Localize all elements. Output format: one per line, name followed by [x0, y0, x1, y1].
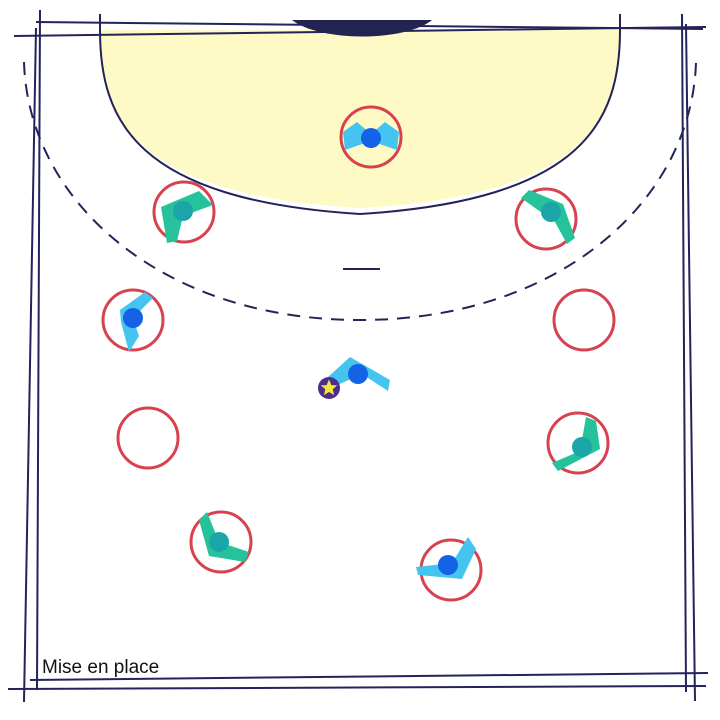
- defender-player-icon: [161, 191, 213, 243]
- court-outline: [7, 9, 709, 703]
- defender-player-icon: [552, 417, 600, 471]
- free-throw-line: [23, 61, 697, 322]
- marker-ring: [546, 411, 610, 475]
- star-ball-icon: [318, 377, 340, 399]
- marker-ring: [101, 288, 165, 352]
- marker-ring: [514, 187, 578, 251]
- attacker-player-icon: [120, 292, 153, 352]
- marker-ring: [189, 510, 253, 574]
- defender-player-icon: [199, 512, 249, 562]
- attacker-player-icon: [328, 357, 390, 391]
- marker-ring: [552, 288, 616, 352]
- marker-ring: [116, 406, 180, 470]
- goal-area: [100, 30, 620, 208]
- attacker-player-icon: [343, 122, 399, 150]
- defender-player-icon: [521, 190, 575, 244]
- goal-area-line: [99, 14, 621, 216]
- attacker-player-icon: [416, 537, 476, 579]
- diagram-caption: Mise en place: [42, 657, 160, 678]
- marker-ring: [339, 105, 403, 169]
- marker-ring: [152, 180, 216, 244]
